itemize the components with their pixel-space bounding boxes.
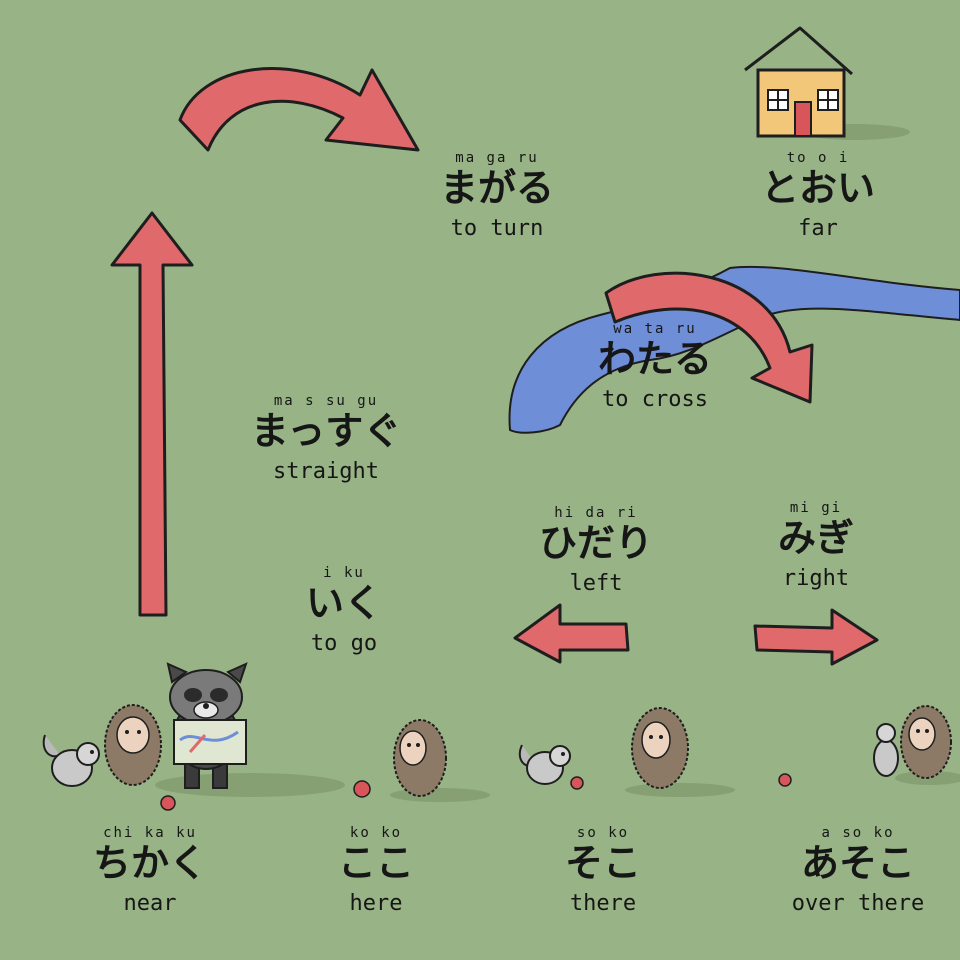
vocab-asoko: a so ko あそこ over there — [792, 825, 924, 919]
meaning-label: here — [349, 891, 403, 916]
vocab-chikaku: chi ka ku ちかく near — [93, 825, 207, 919]
cross-arrow — [604, 271, 814, 404]
kana-label: そこ — [564, 841, 642, 885]
romaji-label: i ku — [323, 565, 365, 581]
chinchilla-character — [518, 744, 571, 785]
hedgehog-character — [104, 704, 162, 786]
turn-arrow — [178, 67, 420, 152]
meaning-label: there — [569, 891, 637, 916]
right-arrow — [753, 608, 879, 666]
kana-label: いく — [305, 581, 383, 625]
kana-label: ちかく — [92, 841, 208, 885]
vocab-soko: so ko そこ there — [565, 825, 641, 919]
romaji-label: ko ko — [349, 825, 403, 841]
river-illustration — [508, 265, 960, 434]
hedgehog-character — [631, 707, 689, 789]
vocab-koko: ko ko ここ here — [338, 825, 414, 919]
raccoon-dog-character — [166, 662, 248, 789]
romaji-label: ma s su gu — [273, 393, 379, 409]
meaning-label: to turn — [450, 216, 544, 241]
kana-label: まっすぐ — [250, 409, 402, 453]
romaji-label: hi da ri — [554, 505, 638, 521]
kana-label: あそこ — [800, 841, 916, 885]
vocab-magaru: ma ga ru まがる to turn — [440, 150, 554, 244]
chinchilla-character — [873, 723, 899, 777]
hedgehog-character — [393, 719, 447, 797]
vocab-massugu: ma s su gu まっすぐ straight — [251, 393, 401, 487]
vocab-tooi: to o i とおい far — [761, 150, 875, 244]
meaning-label: to cross — [602, 387, 708, 412]
romaji-label: wa ta ru — [613, 321, 697, 337]
straight-arrow — [110, 211, 194, 617]
vocab-migi: mi gi みぎ right — [778, 500, 854, 594]
meaning-label: far — [798, 216, 838, 241]
house-illustration — [744, 26, 910, 140]
meaning-label: to go — [310, 631, 378, 656]
romaji-label: so ko — [576, 825, 630, 841]
kana-label: とおい — [760, 166, 876, 210]
apple-markers — [160, 773, 792, 811]
hedgehog-character — [900, 705, 952, 779]
romaji-label: ma ga ru — [455, 150, 539, 166]
vocab-iku: i ku いく to go — [306, 565, 382, 659]
kana-label: まがる — [439, 166, 555, 210]
romaji-label: a so ko — [821, 825, 895, 841]
romaji-label: chi ka ku — [103, 825, 197, 841]
meaning-label: near — [123, 891, 177, 916]
chinchilla-character — [42, 734, 100, 787]
kana-label: わたる — [597, 337, 713, 381]
meaning-label: straight — [273, 459, 379, 484]
meaning-label: left — [569, 571, 623, 596]
romaji-label: mi gi — [789, 500, 843, 516]
vocab-hidari: hi da ri ひだり left — [539, 505, 653, 599]
romaji-label: to o i — [786, 150, 850, 166]
meaning-label: over there — [791, 891, 925, 916]
vocab-wataru: wa ta ru わたる to cross — [598, 321, 712, 415]
kana-label: ひだり — [538, 521, 654, 565]
kana-label: みぎ — [777, 516, 855, 560]
meaning-label: right — [782, 566, 850, 591]
kana-label: ここ — [337, 841, 415, 885]
left-arrow — [513, 603, 630, 664]
